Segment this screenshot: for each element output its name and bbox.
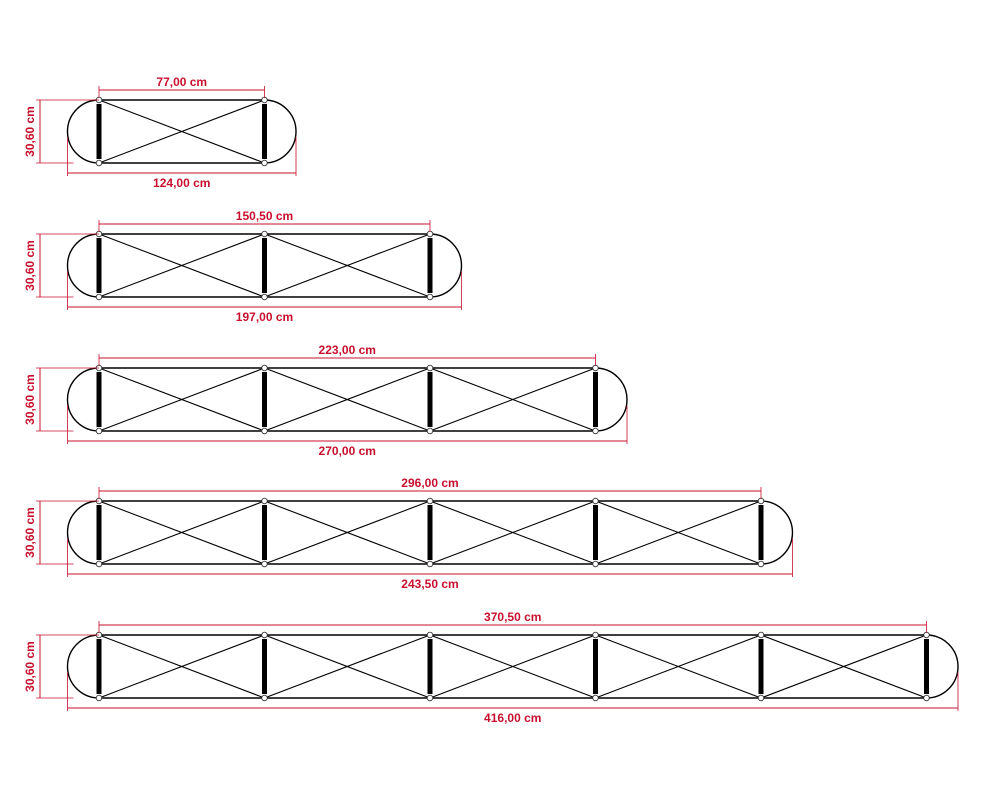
joint [757, 694, 765, 702]
joint [261, 631, 268, 639]
top-dimension-label: 77,00 cm [156, 75, 207, 89]
joint [923, 631, 930, 639]
joint [95, 694, 103, 702]
joint [426, 560, 434, 568]
joint [95, 427, 103, 435]
top-dimension-label: 370,50 cm [484, 610, 541, 624]
joint [95, 560, 103, 568]
joint [261, 497, 268, 505]
joint [426, 293, 434, 301]
height-dimension-label: 30,60 cm [23, 106, 37, 157]
bottom-dimension-label: 124,00 cm [153, 176, 210, 190]
cross-brace [595, 634, 762, 699]
cross-brace [98, 500, 265, 565]
cross-brace [595, 500, 762, 565]
top-dimension-label: 296,00 cm [401, 476, 458, 490]
cross-brace [98, 634, 265, 699]
bottom-dimension-label: 270,00 cm [319, 444, 376, 458]
joint [757, 560, 765, 568]
joint [261, 230, 268, 238]
joint [592, 497, 599, 505]
height-dimension-label: 30,60 cm [23, 374, 37, 425]
joint [95, 293, 103, 301]
joint [426, 497, 434, 505]
joint [592, 427, 599, 435]
frame-diagram: 370,50 cm 416,00 cm 30,60 cm [23, 610, 959, 725]
joint [592, 560, 599, 568]
cross-brace [98, 233, 265, 298]
height-dimension-label: 30,60 cm [23, 507, 37, 558]
joint [261, 293, 268, 301]
joint [261, 159, 268, 167]
cross-brace [264, 233, 431, 298]
cross-brace [98, 367, 265, 432]
joint [261, 96, 268, 104]
joint [757, 497, 765, 505]
bottom-dimension-label: 243,50 cm [401, 577, 458, 591]
joint [426, 694, 434, 702]
joint [261, 364, 268, 372]
height-dimension-label: 30,60 cm [23, 240, 37, 291]
cross-brace [264, 367, 431, 432]
joint [592, 364, 599, 372]
joint [426, 631, 434, 639]
frame-diagram: 77,00 cm 124,00 cm 30,60 cm [23, 75, 297, 190]
height-dimension-label: 30,60 cm [23, 641, 37, 692]
joint [426, 427, 434, 435]
joint [592, 694, 599, 702]
joint [923, 694, 930, 702]
joint [592, 631, 599, 639]
top-dimension-label: 150,50 cm [236, 209, 293, 223]
cross-brace [429, 367, 596, 432]
top-dimension-label: 223,00 cm [319, 343, 376, 357]
cross-brace [429, 634, 596, 699]
cross-brace [98, 99, 265, 164]
cross-brace [760, 634, 927, 699]
frame-diagram: 150,50 cm 197,00 cm 30,60 cm [23, 209, 463, 324]
joint [426, 364, 434, 372]
cross-brace [264, 634, 431, 699]
joint [261, 694, 268, 702]
bottom-dimension-label: 416,00 cm [484, 711, 541, 725]
frame-diagram: 296,00 cm 243,50 cm 30,60 cm [23, 476, 794, 591]
bottom-dimension-label: 197,00 cm [236, 310, 293, 324]
joint [95, 159, 103, 167]
joint [261, 560, 268, 568]
frame-diagram: 223,00 cm 270,00 cm 30,60 cm [23, 343, 628, 458]
joint [426, 230, 434, 238]
joint [261, 427, 268, 435]
cross-brace [429, 500, 596, 565]
joint [757, 631, 765, 639]
cross-brace [264, 500, 431, 565]
